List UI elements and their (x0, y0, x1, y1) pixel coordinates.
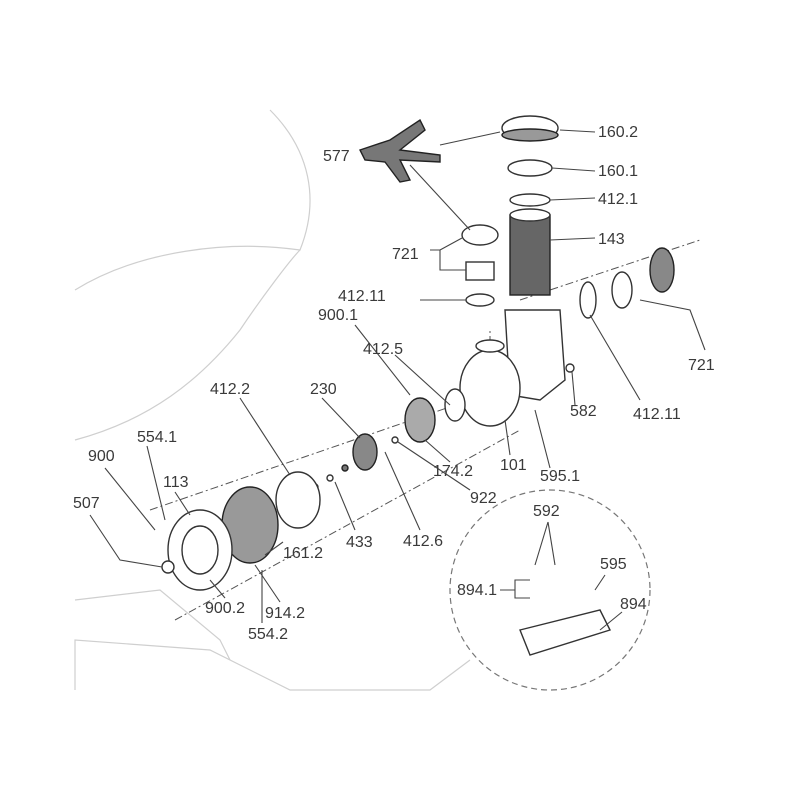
label-900-2: 900.2 (205, 600, 245, 617)
part-412-2 (275, 471, 321, 529)
label-412-11-right: 412.11 (633, 406, 681, 423)
label-554-2: 554.2 (248, 626, 288, 643)
label-721-top: 721 (392, 246, 419, 263)
label-174-2: 174.2 (433, 463, 473, 480)
label-894-1: 894.1 (457, 582, 497, 599)
label-101: 101 (500, 457, 527, 474)
label-412-11-left: 412.11 (338, 288, 386, 305)
label-900-1: 900.1 (318, 307, 358, 324)
part-174-2 (404, 397, 436, 443)
background-sketch (74, 109, 471, 691)
label-160-2: 160.2 (598, 124, 638, 141)
part-433 (341, 464, 349, 472)
label-894: 894 (620, 596, 647, 613)
label-595: 595 (600, 556, 627, 573)
label-160-1: 160.1 (598, 163, 638, 180)
label-433: 433 (346, 534, 373, 551)
label-595-1: 595.1 (540, 468, 580, 485)
detail-inset-circle (449, 489, 651, 691)
label-577: 577 (323, 148, 350, 165)
part-721-sleeve (465, 261, 495, 281)
leader-lines (89, 129, 706, 631)
label-922: 922 (470, 490, 497, 507)
label-507: 507 (73, 495, 100, 512)
part-577 (359, 118, 441, 183)
part-412-11-right (579, 281, 597, 319)
part-143 (509, 214, 551, 296)
label-412-5: 412.5 (363, 341, 403, 358)
label-412-1: 412.1 (598, 191, 638, 208)
label-582: 582 (570, 403, 597, 420)
part-160-1 (507, 159, 553, 177)
part-721-top (461, 224, 499, 246)
label-161-2: 161.2 (283, 545, 323, 562)
label-721-right: 721 (688, 357, 715, 374)
label-554-1: 554.1 (137, 429, 177, 446)
part-412-11-left (465, 293, 495, 307)
label-592: 592 (533, 503, 560, 520)
part-labels: 160.2 577 160.1 412.1 721 143 412.11 900… (73, 124, 715, 643)
part-412-5 (444, 388, 466, 422)
label-914-2: 914.2 (265, 605, 305, 622)
assembly-axes (149, 239, 701, 691)
part-721-right-nut (649, 247, 675, 293)
label-412-6: 412.6 (403, 533, 443, 550)
part-230 (352, 433, 378, 471)
part-894 (519, 609, 611, 656)
part-412-1 (509, 193, 551, 207)
part-101 (459, 349, 521, 427)
label-900: 900 (88, 448, 115, 465)
part-507 (161, 560, 175, 574)
label-230: 230 (310, 381, 337, 398)
parts (161, 115, 675, 656)
part-721-right-sleeve (611, 271, 633, 309)
label-143: 143 (598, 231, 625, 248)
label-412-2: 412.2 (210, 381, 250, 398)
part-582 (565, 363, 575, 373)
label-113: 113 (163, 474, 189, 491)
part-922 (391, 436, 399, 444)
